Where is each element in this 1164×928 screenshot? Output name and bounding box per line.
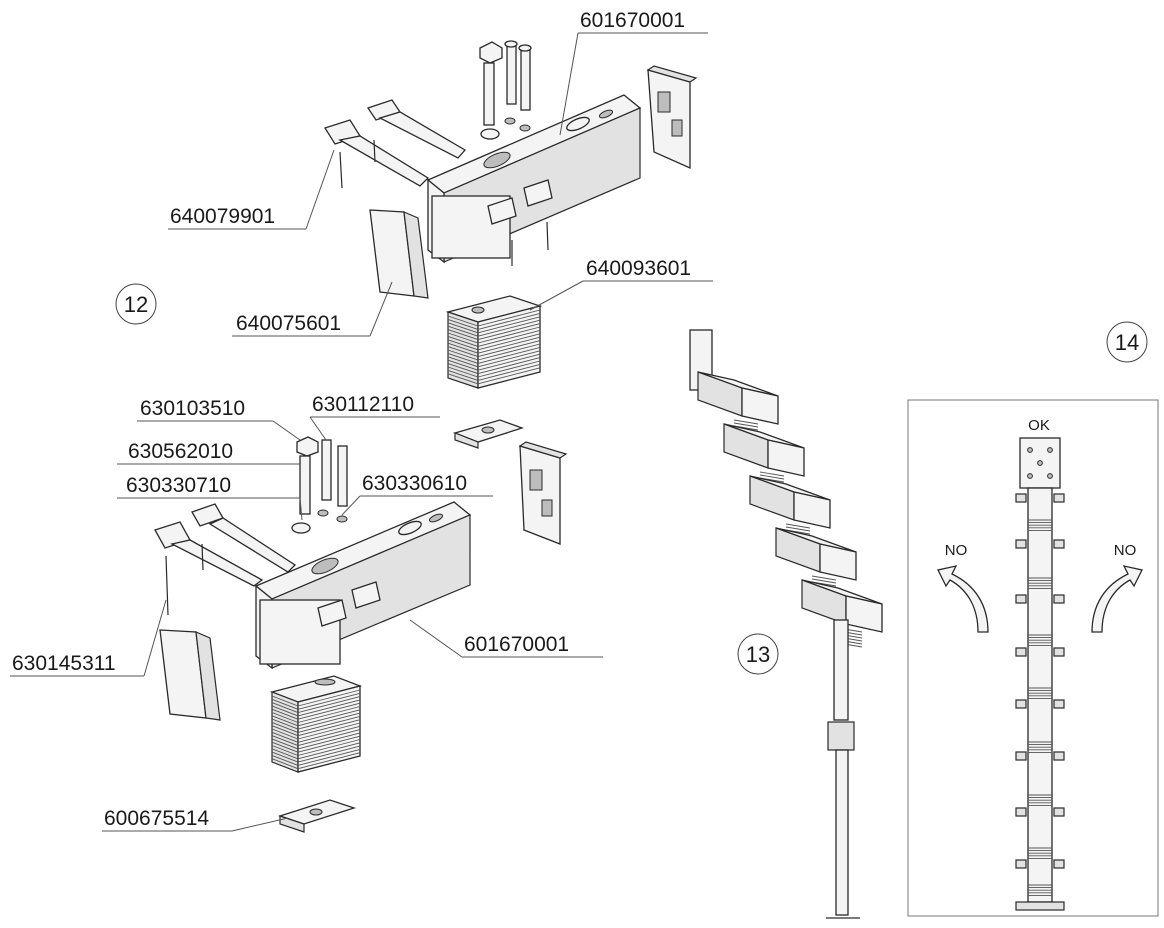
upper-base-plate — [452, 419, 525, 449]
step-12-number: 12 — [124, 292, 148, 317]
upper-assembly — [324, 40, 698, 449]
label-top-pin: 640079901 — [170, 205, 275, 228]
upper-bracket — [426, 94, 642, 266]
ok-label: OK — [1028, 417, 1050, 434]
no-right-label: NO — [1114, 542, 1137, 559]
label-top-weight: 640093601 — [586, 257, 691, 280]
label-top-endcap: 640075601 — [236, 312, 341, 335]
lower-base-plate — [277, 799, 357, 833]
label-base-plate: 600675514 — [104, 807, 209, 830]
upper-endcap-left — [369, 209, 429, 299]
lower-endcap-left — [159, 629, 221, 721]
label-top-bracket: 601670001 — [580, 9, 685, 32]
lower-weight-stack — [269, 675, 363, 773]
step-13-assembly — [689, 329, 883, 919]
label-washer: 630330710 — [126, 474, 231, 497]
lower-pins — [154, 503, 297, 616]
step-13-number: 13 — [746, 642, 770, 667]
upper-bolts — [479, 40, 532, 140]
step-13-badge: 13 — [737, 633, 779, 675]
part-labels: 601670001 640079901 640075601 640093601 … — [12, 9, 691, 830]
label-bottom-bracket: 601670001 — [464, 633, 569, 656]
step-14-badge: 14 — [1106, 321, 1148, 363]
leader-lines — [10, 32, 713, 832]
upper-pins — [324, 99, 467, 189]
step-14-number: 14 — [1115, 330, 1139, 355]
upper-weight-stack — [445, 295, 543, 389]
label-nut: 630103510 — [140, 397, 245, 420]
no-left-label: NO — [945, 542, 968, 559]
upper-endcap-right — [646, 65, 698, 170]
lower-endcap-right — [518, 441, 568, 545]
lower-bracket — [254, 501, 472, 670]
label-lock-washer: 630330610 — [362, 472, 467, 495]
label-screw: 630145311 — [12, 652, 116, 675]
step-12-badge: 12 — [115, 283, 157, 325]
label-long-bolt: 630112110 — [312, 393, 414, 416]
label-bolt: 630562010 — [128, 440, 233, 463]
step-14-panel: OK NO NO — [907, 399, 1159, 917]
lower-assembly — [154, 436, 568, 833]
lower-bolts — [291, 436, 348, 534]
